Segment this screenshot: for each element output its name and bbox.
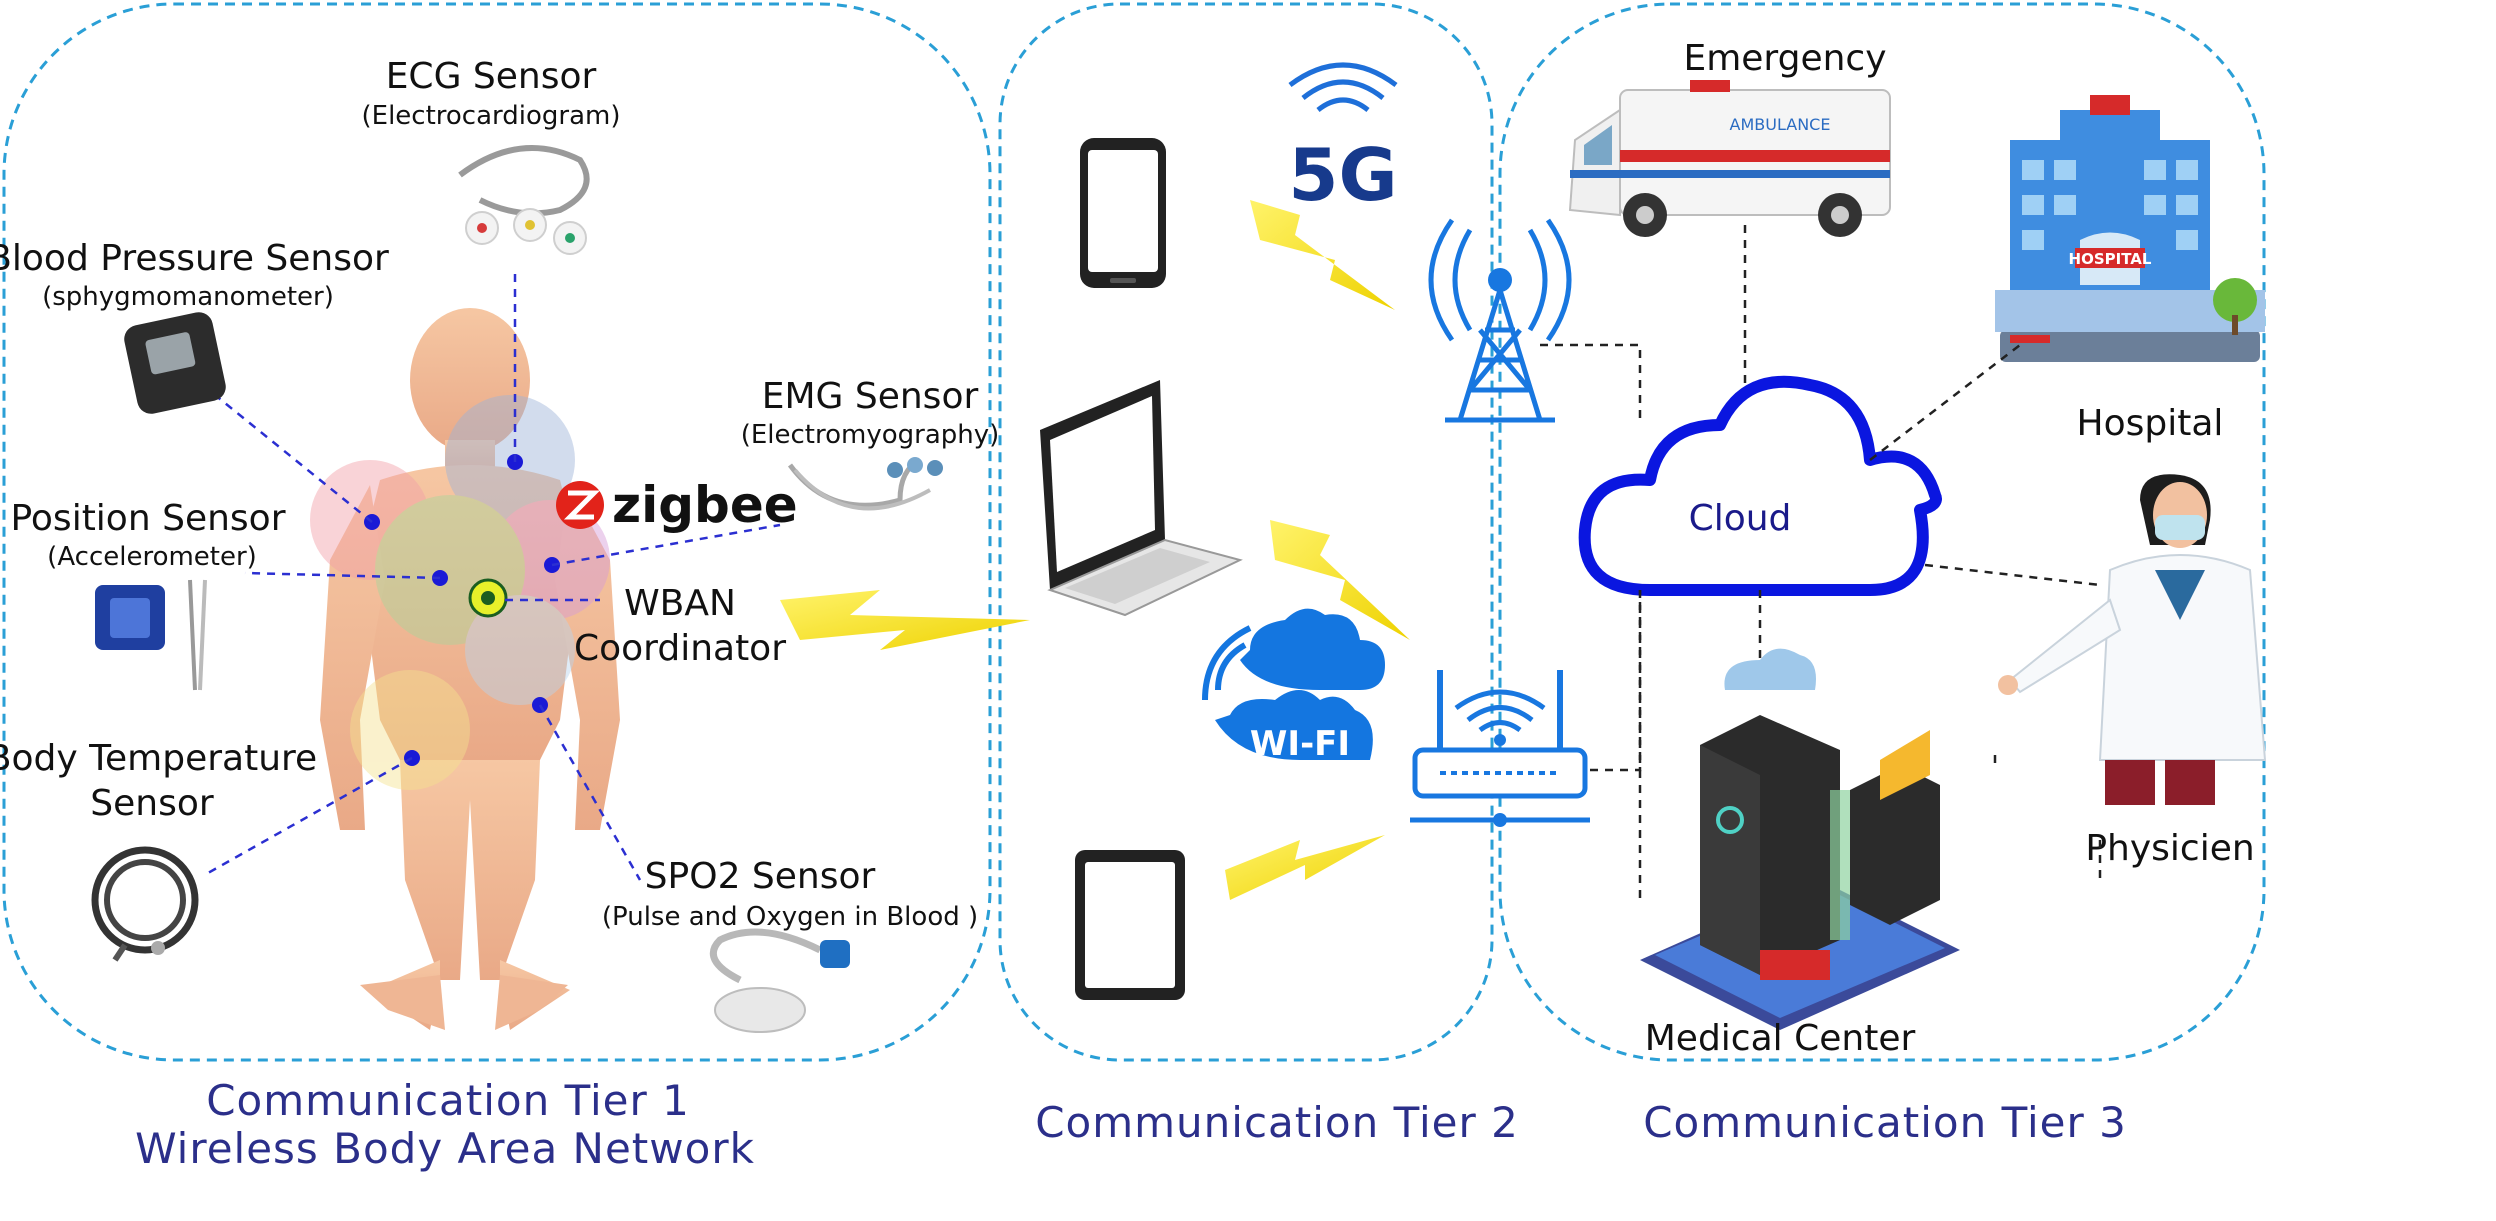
ecg-sensor-label: ECG Sensor <box>386 56 597 97</box>
wifi-cloud-badge: WI-FI <box>1202 608 1385 764</box>
position-sensor-label: Position Sensor <box>10 498 285 539</box>
tier3-links <box>1540 225 2102 900</box>
position-sensor-device <box>95 579 207 691</box>
lightning-tier1-to-tier2 <box>780 590 1030 650</box>
hospital-building: HOSPITAL <box>1995 95 2265 362</box>
tier1-boundary <box>2 2 992 1062</box>
emg-sensor-device <box>787 457 943 511</box>
emergency-label: Emergency <box>1683 38 1886 79</box>
emg-sensor-label: EMG Sensor <box>762 376 979 417</box>
spo2-sensor-device <box>709 928 850 1033</box>
smartphone <box>1080 138 1166 288</box>
sensor-links <box>207 270 781 881</box>
hospital-label: Hospital <box>2077 403 2224 444</box>
lightning-tablet <box>1225 835 1385 900</box>
temperature-sensor-label-line1: Body Temperature <box>0 738 317 779</box>
physician-label: Physicien <box>2085 828 2254 869</box>
wban-coordinator-label-line1: WBAN <box>624 583 736 624</box>
cloud-icon <box>1578 375 1942 596</box>
lightning-laptop <box>1270 520 1410 640</box>
ecg-sensor-detail: (Electrocardiogram) <box>362 101 621 131</box>
bp-sensor-detail: (sphygmomanometer) <box>42 282 334 312</box>
fiveg-badge: 5G <box>1288 62 1398 217</box>
svg-text:AMBULANCE: AMBULANCE <box>1730 115 1831 134</box>
wifi-router-icon <box>1410 670 1590 827</box>
bp-sensor-label: Blood Pressure Sensor <box>0 238 389 279</box>
cloud-label: Cloud <box>1689 498 1792 539</box>
tier1-title: Communication Tier 1 <box>206 1076 690 1125</box>
medical-center-building <box>1640 648 1960 1030</box>
emg-sensor-detail: (Electromyography) <box>741 420 1000 450</box>
svg-text:WI-FI: WI-FI <box>1250 724 1350 764</box>
medical-center-label: Medical Center <box>1645 1018 1916 1059</box>
tier3-boundary <box>1498 2 2266 1062</box>
tier3-title: Communication Tier 3 <box>1643 1098 2127 1147</box>
tier2-boundary <box>998 2 1494 1062</box>
lightning-phone <box>1250 200 1395 310</box>
temperature-sensor-device <box>91 846 199 962</box>
wban-coordinator-node <box>468 578 508 618</box>
position-sensor-detail: (Accelerometer) <box>47 542 257 572</box>
spo2-sensor-label: SPO2 Sensor <box>645 856 876 897</box>
ecg-sensor-device <box>458 145 590 255</box>
human-body-figure <box>320 308 620 1030</box>
svg-text:5G: 5G <box>1288 133 1397 217</box>
temperature-sensor-label-line2: Sensor <box>90 783 214 824</box>
bp-sensor-device <box>124 312 226 414</box>
cell-tower-icon <box>1428 218 1572 423</box>
ambulance: AMBULANCE <box>1568 80 1891 237</box>
physician-figure <box>1998 474 2267 805</box>
svg-text:HOSPITAL: HOSPITAL <box>2069 250 2152 268</box>
tier1-subtitle: Wireless Body Area Network <box>135 1124 755 1173</box>
laptop <box>1040 380 1243 617</box>
zigbee-logo: zigbee <box>556 476 798 534</box>
svg-text:zigbee: zigbee <box>612 476 798 534</box>
wban-coordinator-label-line2: Coordinator <box>574 628 786 669</box>
tier2-title: Communication Tier 2 <box>1035 1098 1519 1147</box>
spo2-sensor-detail: (Pulse and Oxygen in Blood ) <box>602 902 978 932</box>
tablet <box>1075 850 1185 1000</box>
